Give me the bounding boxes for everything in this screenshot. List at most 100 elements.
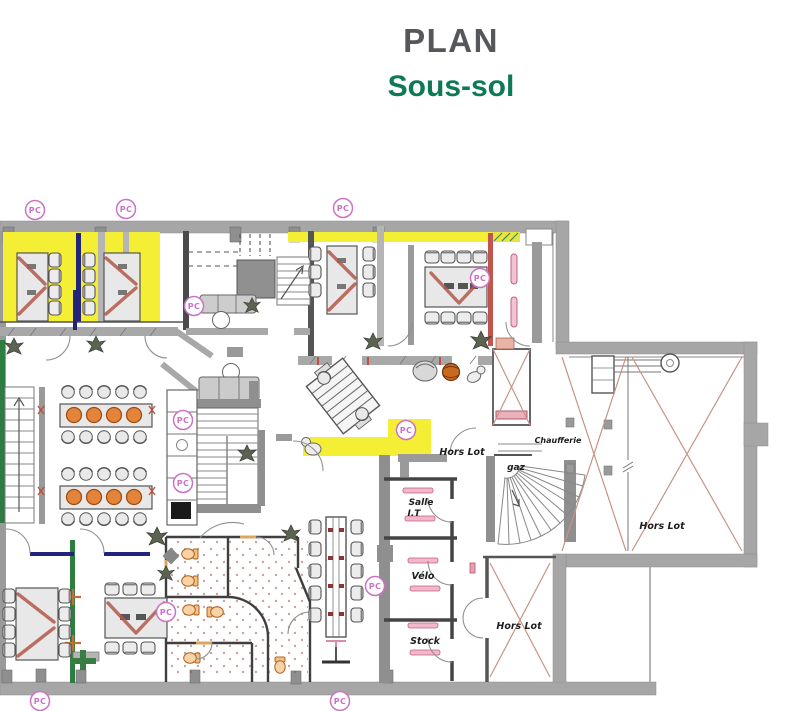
diamond-marker xyxy=(162,547,180,565)
inner-walls xyxy=(0,226,744,683)
chair xyxy=(122,641,138,655)
chair xyxy=(308,264,322,280)
central-stair xyxy=(193,363,292,513)
svg-text:PC: PC xyxy=(177,416,190,425)
meeting-tables xyxy=(15,245,488,661)
chair xyxy=(140,641,156,655)
boiler-room xyxy=(591,353,680,394)
chair xyxy=(104,582,120,596)
elevator xyxy=(236,259,276,299)
red-wall xyxy=(488,233,493,346)
svg-text:PC: PC xyxy=(160,608,173,617)
outer-walls xyxy=(0,220,769,696)
pc-marker: PC xyxy=(155,601,177,623)
pc-marker: PC xyxy=(332,197,354,219)
chair xyxy=(60,466,76,482)
tank xyxy=(660,353,680,373)
svg-text:PC: PC xyxy=(177,479,190,488)
pc-marker: PC xyxy=(24,199,46,221)
chair xyxy=(114,466,130,482)
room-labels-layer: Hors LotChaufferiegazSalleI.TVéloStockHo… xyxy=(408,436,686,647)
chair xyxy=(48,284,62,300)
svg-text:PC: PC xyxy=(369,582,382,591)
chair xyxy=(140,582,156,596)
chair xyxy=(308,607,322,623)
chair xyxy=(440,311,456,325)
chair xyxy=(58,588,72,604)
room-label: Hors Lot xyxy=(496,621,542,632)
pc-marker: PC xyxy=(183,295,205,317)
chair xyxy=(350,519,364,535)
left-stair xyxy=(4,386,35,524)
room-label: Chaufferie xyxy=(535,436,582,445)
chair xyxy=(96,429,112,445)
appliance xyxy=(171,502,191,519)
svg-text:PC: PC xyxy=(188,302,201,311)
plate xyxy=(105,406,123,424)
chair xyxy=(472,311,488,325)
chair xyxy=(2,588,16,604)
plates-layer xyxy=(65,406,143,506)
chair xyxy=(456,250,472,264)
pc-marker: PC xyxy=(172,472,194,494)
long-bench-table xyxy=(322,516,350,664)
chair xyxy=(132,429,148,445)
chair xyxy=(350,607,364,623)
chair xyxy=(58,642,72,658)
chair xyxy=(96,384,112,400)
boiler xyxy=(591,355,615,394)
chair xyxy=(308,563,322,579)
red-cross-marks xyxy=(16,250,489,658)
chair xyxy=(82,268,96,284)
stair-arrow xyxy=(280,264,304,300)
orange-cross-marks xyxy=(65,589,81,651)
ball xyxy=(441,362,461,382)
chair xyxy=(104,641,120,655)
room-label: Stock xyxy=(410,636,441,647)
chair xyxy=(58,624,72,640)
chair xyxy=(78,384,94,400)
room-label: Salle xyxy=(409,498,434,508)
svg-text:PC: PC xyxy=(29,206,42,215)
svg-text:PC: PC xyxy=(474,274,487,283)
plant-icon xyxy=(146,526,168,546)
chair xyxy=(60,429,76,445)
chair xyxy=(58,606,72,622)
chair xyxy=(350,563,364,579)
pc-marker: PC xyxy=(364,575,386,597)
chair xyxy=(424,311,440,325)
pc-marker: PC xyxy=(115,198,137,220)
table-football xyxy=(305,357,381,435)
plant-icon xyxy=(4,337,24,355)
chair xyxy=(82,284,96,300)
chair xyxy=(308,246,322,262)
chair xyxy=(2,606,16,622)
chair xyxy=(456,311,472,325)
page-subtitle: Sous-sol xyxy=(387,70,515,103)
page-title: PLAN xyxy=(403,22,499,59)
chair xyxy=(96,466,112,482)
chair xyxy=(96,511,112,527)
chair xyxy=(78,429,94,445)
room-label: Vélo xyxy=(412,571,435,582)
chair xyxy=(48,300,62,316)
chair xyxy=(132,384,148,400)
chair xyxy=(440,250,456,264)
plate xyxy=(125,406,143,424)
wc-zone xyxy=(164,535,312,682)
chair xyxy=(350,585,364,601)
plant-icon xyxy=(470,330,492,350)
svg-text:PC: PC xyxy=(400,426,413,435)
plate xyxy=(65,488,83,506)
svg-text:PC: PC xyxy=(334,697,347,706)
hors-lot-crosses xyxy=(489,348,743,678)
chair xyxy=(132,511,148,527)
chair xyxy=(472,250,488,264)
chair xyxy=(362,264,376,280)
chair xyxy=(122,582,138,596)
spiral-stair xyxy=(497,443,586,545)
chair xyxy=(132,466,148,482)
chair xyxy=(82,252,96,268)
